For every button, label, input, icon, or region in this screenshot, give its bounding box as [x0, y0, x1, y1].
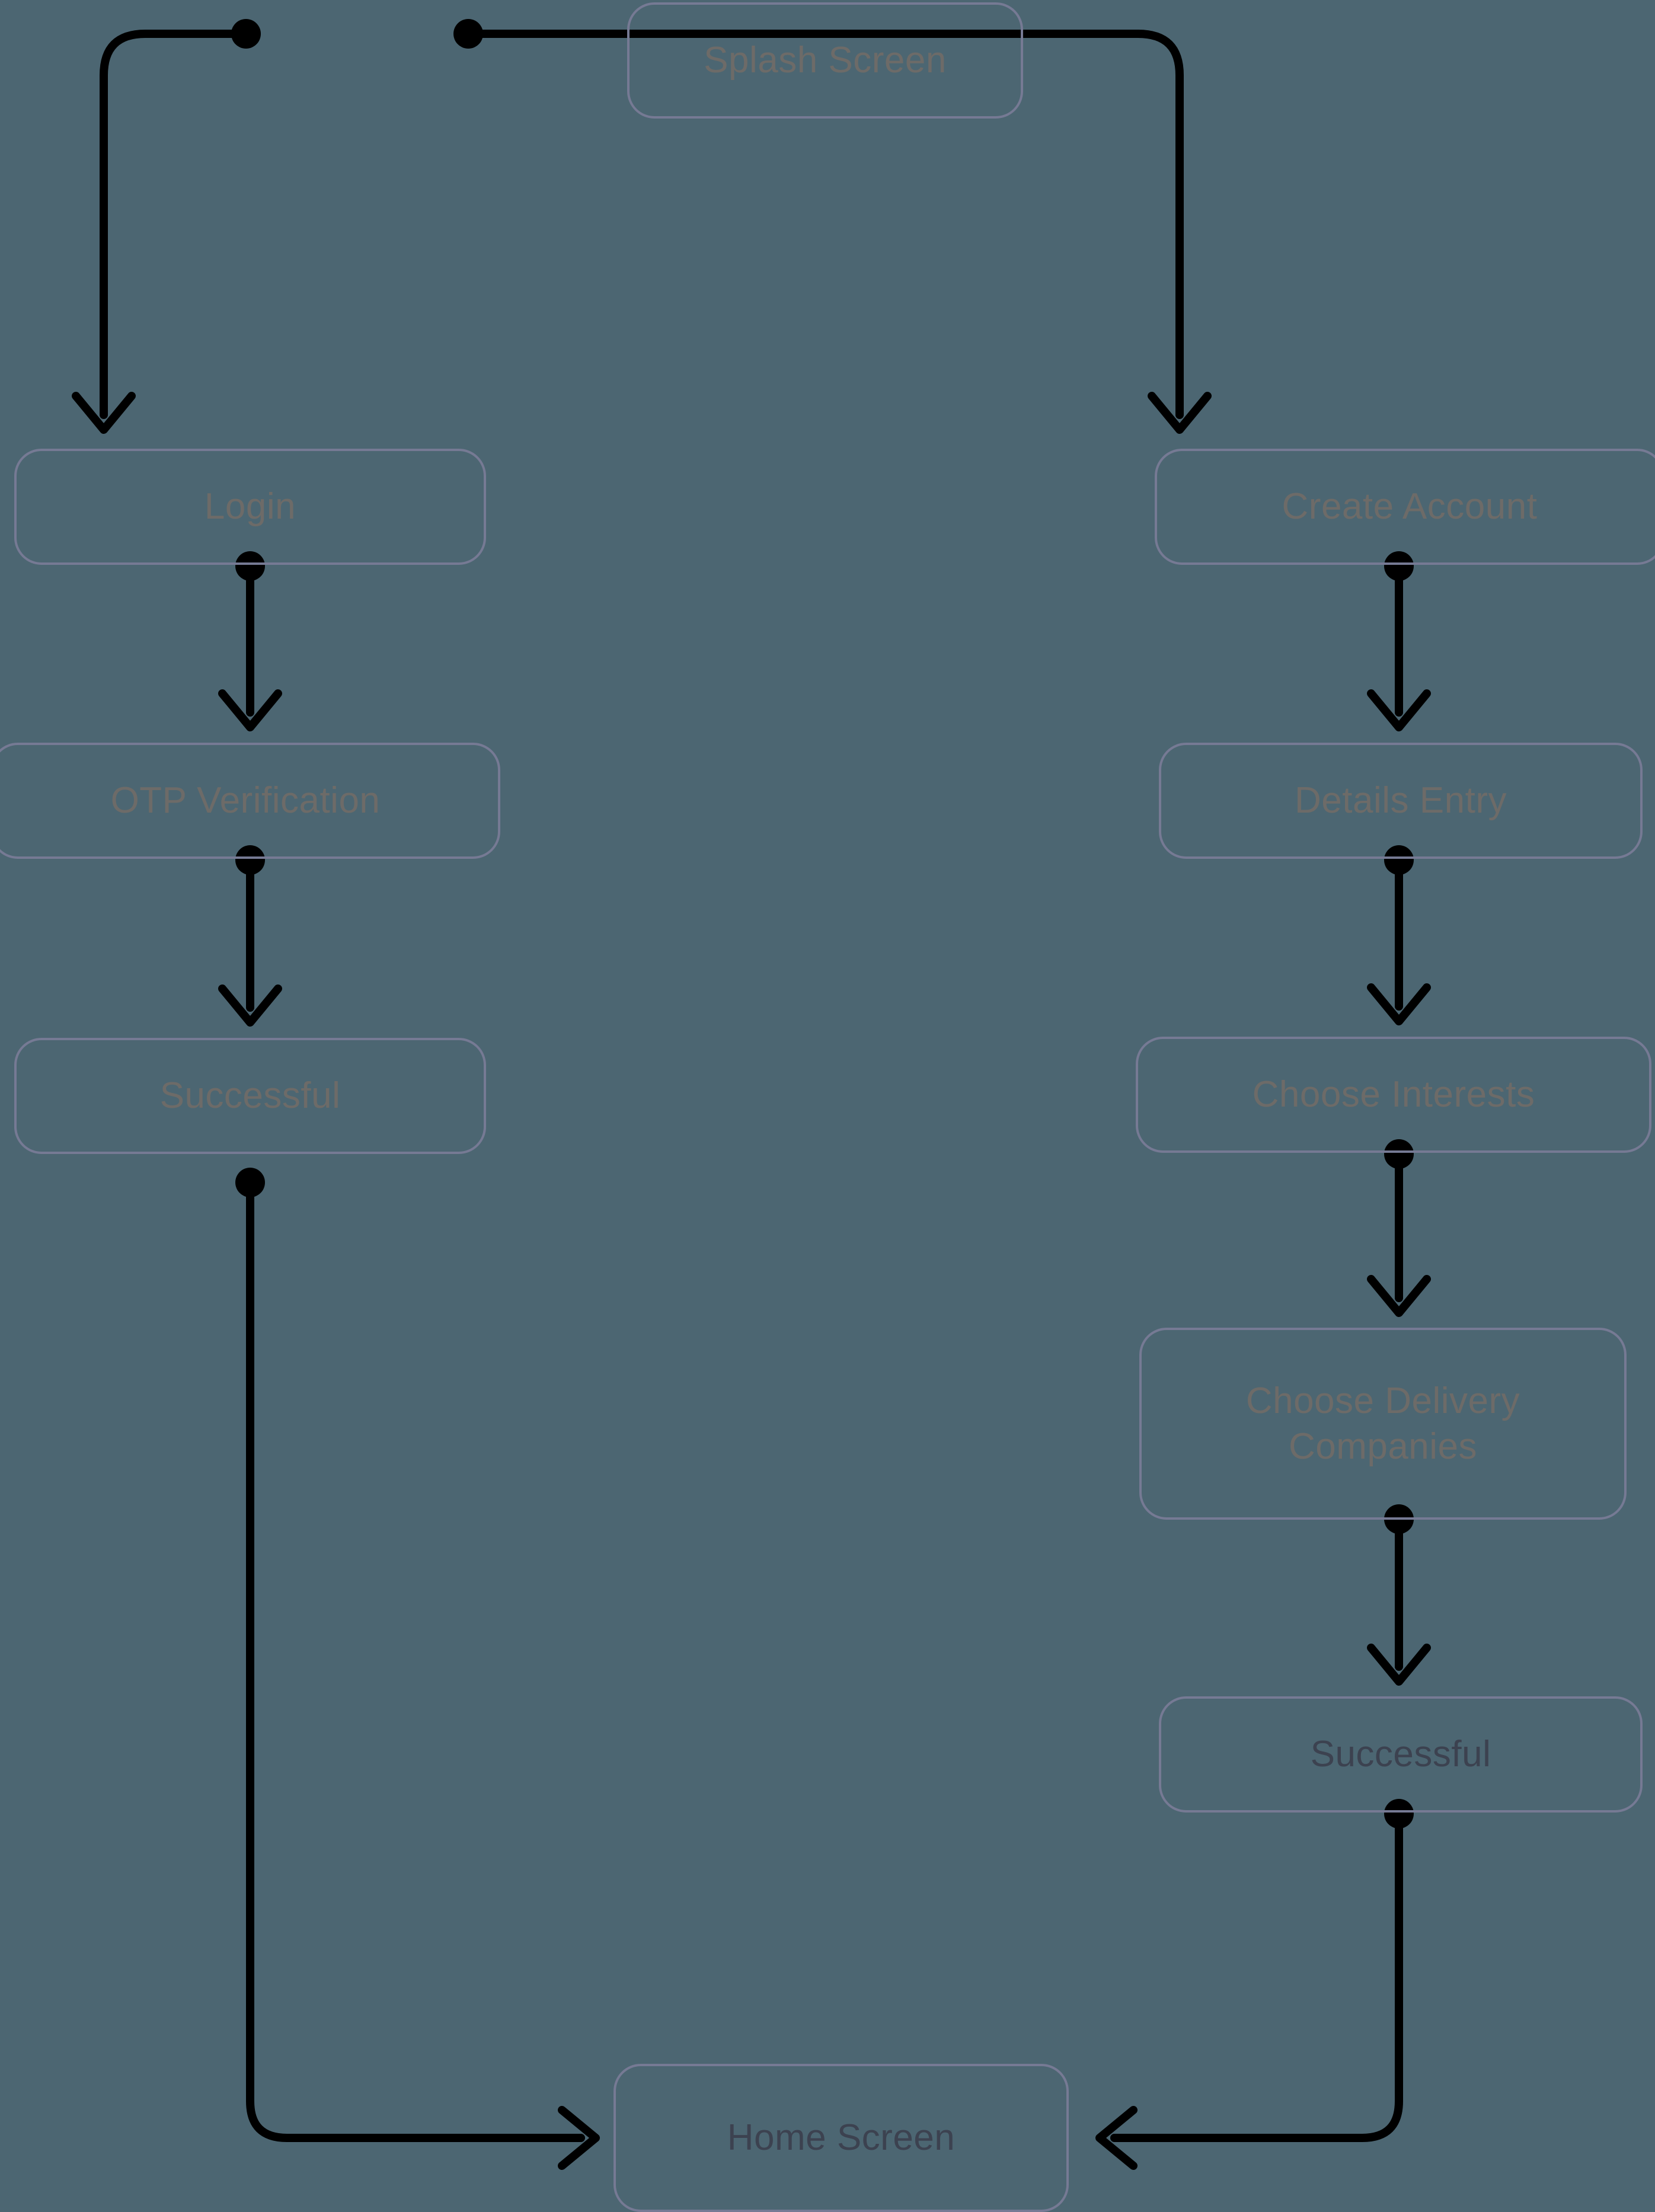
node-create-account[interactable]: Create Account — [1155, 449, 1655, 565]
edge-successful-right-to-home — [1095, 1799, 1414, 2170]
node-label: Details Entry — [1295, 780, 1507, 821]
edge-create-account-to-details-entry — [1367, 551, 1431, 731]
node-label: Successful — [1310, 1734, 1491, 1775]
node-successful-left[interactable]: Successful — [14, 1038, 486, 1154]
edge-otp-to-successful-left — [218, 845, 282, 1027]
node-label: Login — [204, 486, 296, 528]
edge-delivery-to-successful-right — [1367, 1504, 1431, 1686]
node-label: Home Screen — [727, 2117, 956, 2159]
node-label: Choose Delivery Companies — [1245, 1380, 1520, 1468]
node-label: Choose Interests — [1252, 1074, 1535, 1115]
edge-successful-left-to-home — [235, 1168, 600, 2170]
edge-splash-to-login — [72, 19, 261, 434]
edge-details-entry-to-choose-interests — [1367, 845, 1431, 1025]
node-choose-interests[interactable]: Choose Interests — [1136, 1037, 1651, 1153]
node-login[interactable]: Login — [14, 449, 486, 565]
node-successful-right[interactable]: Successful — [1159, 1696, 1643, 1813]
node-home-screen[interactable]: Home Screen — [614, 2064, 1069, 2212]
node-label: Splash Screen — [704, 40, 947, 81]
node-choose-delivery-companies[interactable]: Choose Delivery Companies — [1139, 1328, 1627, 1520]
edge-choose-interests-to-delivery — [1367, 1139, 1431, 1317]
node-label: Create Account — [1282, 486, 1538, 528]
edge-login-to-otp — [218, 551, 282, 731]
node-otp-verification[interactable]: OTP Verification — [0, 743, 500, 859]
node-label: Successful — [159, 1075, 341, 1117]
node-label: OTP Verification — [110, 780, 381, 821]
node-splash-screen[interactable]: Splash Screen — [627, 2, 1023, 119]
node-details-entry[interactable]: Details Entry — [1159, 743, 1643, 859]
